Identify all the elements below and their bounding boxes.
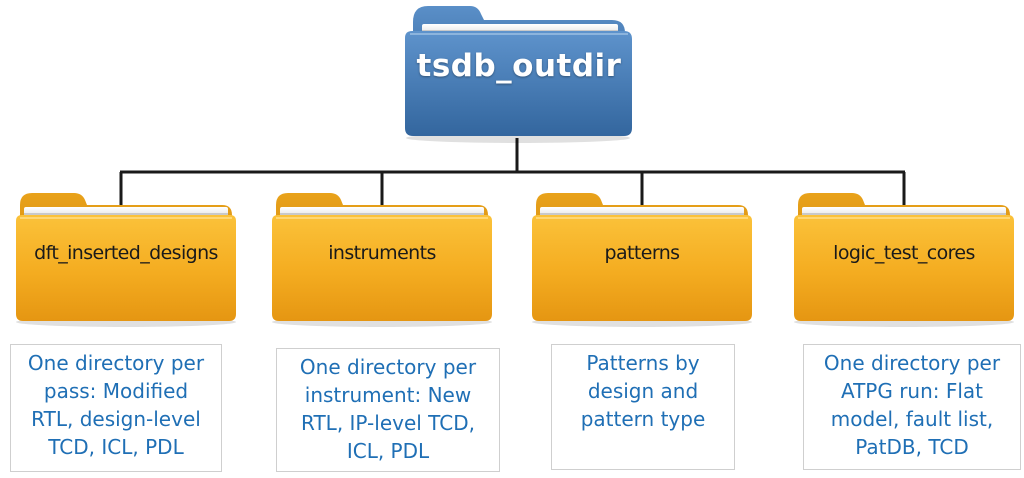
folder-icon-2 [272, 193, 492, 327]
description-box-patterns: Patterns by design and pattern type [551, 344, 735, 470]
description-text: One directory per instrument: New RTL, I… [299, 355, 477, 463]
blue-folder-icon [405, 6, 632, 143]
description-box-instruments: One directory per instrument: New RTL, I… [276, 348, 500, 472]
folder-icon-1 [16, 193, 236, 327]
folder-name-instruments: instruments [328, 242, 436, 264]
folder-name-patterns: patterns [604, 242, 681, 264]
description-text: One directory per ATPG run: Flat model, … [823, 351, 1001, 459]
description-text: Patterns by design and pattern type [580, 351, 706, 431]
description-text: One directory per pass: Modified RTL, de… [27, 351, 205, 459]
root-folder-name: tsdb_outdir [416, 48, 622, 84]
folder-name-dft-inserted-designs: dft_inserted_designs [34, 242, 218, 264]
description-box-logic-test-cores: One directory per ATPG run: Flat model, … [803, 344, 1021, 470]
connector-lines [119, 138, 906, 208]
description-box-dft-inserted-designs: One directory per pass: Modified RTL, de… [10, 344, 222, 472]
folder-name-logic-test-cores: logic_test_cores [833, 242, 975, 264]
folder-icon-4 [794, 193, 1014, 327]
folder-icon-3 [532, 193, 752, 327]
